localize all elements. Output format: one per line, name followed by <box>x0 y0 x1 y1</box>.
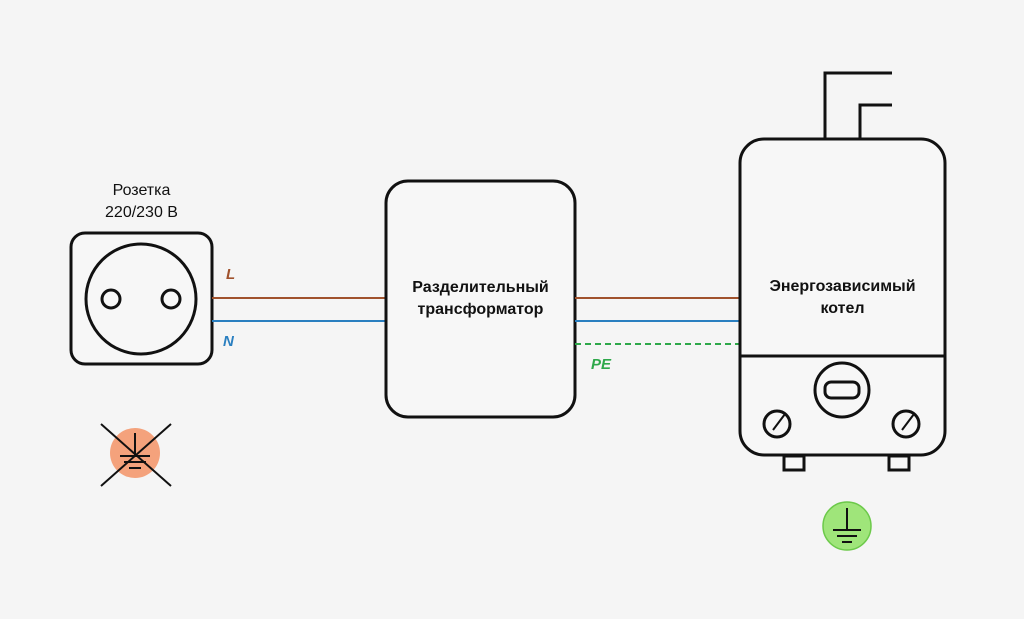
transformer-label: Разделительный трансформатор <box>386 277 575 321</box>
wire-label-L: L <box>226 266 236 283</box>
socket <box>69 231 214 366</box>
boiler-label-line1: Энергозависимый <box>769 278 916 295</box>
socket-title-line1: Розетка <box>112 182 171 199</box>
wire-label-PE: PE <box>591 356 612 373</box>
ground-crossed-icon <box>100 423 172 487</box>
transformer-label-line2: трансформатор <box>417 301 544 318</box>
socket-title: Розетка 220/230 В <box>71 180 212 224</box>
boiler-label: Энергозависимый котел <box>740 276 945 320</box>
boiler <box>738 71 947 472</box>
ground-icon <box>822 501 872 551</box>
boiler-label-line2: котел <box>820 300 865 317</box>
socket-title-line2: 220/230 В <box>105 204 178 221</box>
wire-label-N: N <box>223 333 234 350</box>
transformer-label-line1: Разделительный <box>412 279 549 296</box>
